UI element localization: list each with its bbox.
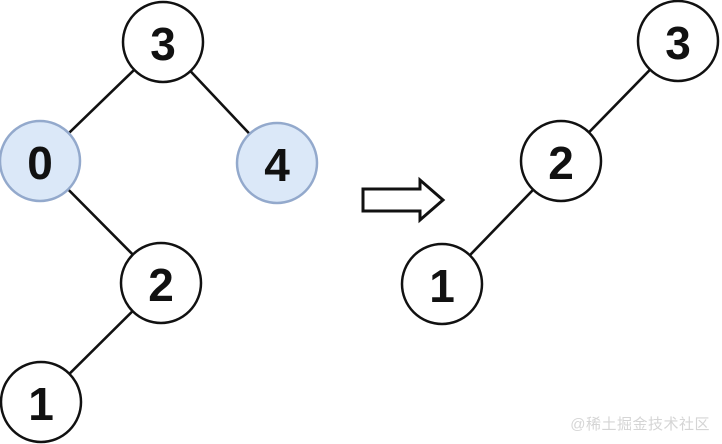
tree-node-2: 2 (119, 241, 203, 325)
node-label: 2 (548, 137, 574, 189)
node-circle (400, 242, 484, 326)
node-circle (119, 241, 203, 325)
tree-node-2: 2 (519, 119, 603, 203)
tree-node-4: 4 (235, 121, 319, 205)
node-circle-highlighted (235, 121, 319, 205)
node-label: 3 (150, 18, 176, 70)
node-circle (0, 360, 83, 444)
node-label: 1 (28, 378, 54, 430)
node-circle (636, 0, 720, 83)
node-circle (519, 119, 603, 203)
node-label: 0 (27, 137, 53, 189)
tree-node-1: 1 (400, 242, 484, 326)
node-label: 3 (665, 17, 691, 69)
watermark: @稀土掘金技术社区 (570, 416, 710, 433)
tree-node-3: 3 (636, 0, 720, 83)
node-circle (121, 0, 205, 84)
node-label: 2 (148, 259, 174, 311)
tree-node-1: 1 (0, 360, 83, 444)
node-label: 1 (429, 260, 455, 312)
arrow-right-icon (361, 176, 446, 224)
node-label: 4 (264, 139, 290, 191)
tree-node-0: 0 (0, 119, 82, 203)
tree-node-3: 3 (121, 0, 205, 84)
node-circle-highlighted (0, 119, 82, 203)
